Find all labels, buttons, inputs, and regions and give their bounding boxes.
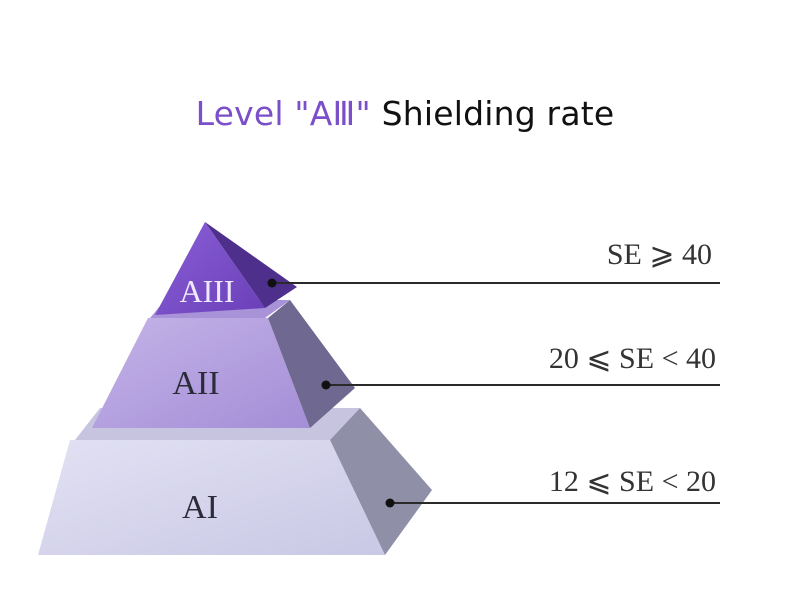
tier-base-front-face xyxy=(38,440,385,555)
tier-mid-label: AII xyxy=(172,365,219,402)
range-label-top: SE ⩾ 40 xyxy=(607,238,712,271)
title-highlight: Level "AⅢ" xyxy=(195,94,371,133)
tier-mid-front-face xyxy=(92,318,310,428)
tier-base-label: AI xyxy=(182,489,218,526)
tier-mid-side-face xyxy=(268,300,355,428)
leader-dot-base xyxy=(385,498,395,508)
leader-dot-mid xyxy=(321,380,331,390)
leader-dot-top xyxy=(267,278,277,288)
leader-lines xyxy=(267,278,720,508)
tier-top-label: AIII xyxy=(179,273,234,309)
range-label-mid: 20 ⩽ SE < 40 xyxy=(549,342,716,375)
tier-base-side-face xyxy=(330,408,432,555)
title-rest: Shielding rate xyxy=(370,94,615,133)
page-title: Level "AⅢ" Shielding rate xyxy=(0,94,790,133)
tier-top-front-face xyxy=(155,222,265,315)
tier-base: AI xyxy=(38,408,432,555)
tier-mid: AII xyxy=(92,300,355,428)
range-label-base: 12 ⩽ SE < 20 xyxy=(549,465,716,498)
